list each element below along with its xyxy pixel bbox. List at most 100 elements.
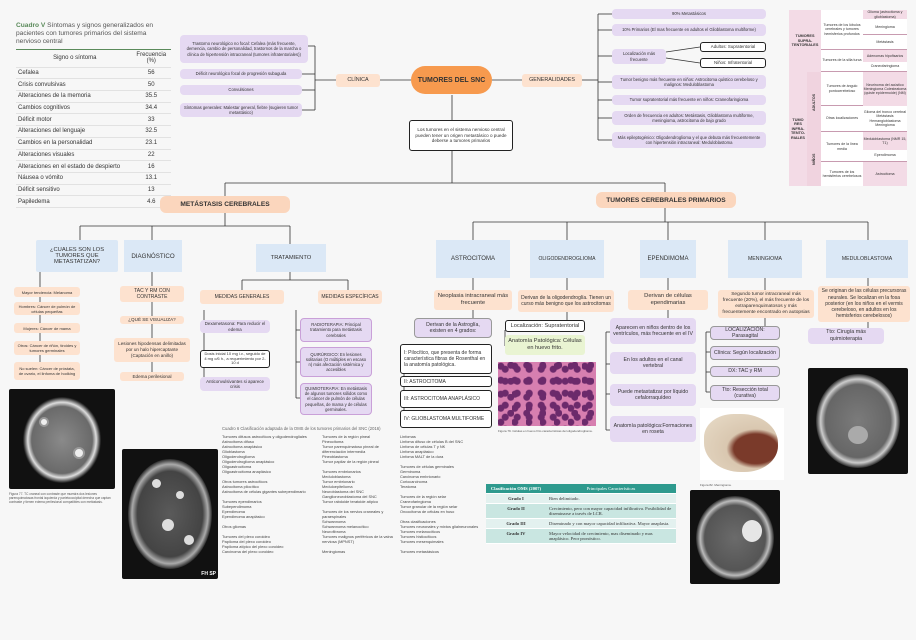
symptom-name: Déficit motor [18,116,52,123]
symptoms-table: Cuadro V Síntomas y signos generalizados… [16,22,171,208]
meningioma-mri-image [690,490,780,584]
medulo-tto: Tto: Cirugía más quimioterapia [808,328,884,344]
symptom-name: Alteraciones del lenguaje [18,128,86,135]
symptoms-table-title: Cuadro V Síntomas y signos generalizados… [16,22,171,47]
symptom-name: Náusea o vómito [18,175,64,182]
oligo-caption: Figura 79. Células en huevo frito caract… [498,429,593,433]
grade-row: Grado II Crecimiento, pero con mayor capa… [486,504,676,519]
mg-item-3: Anticonvulsivantes si aparece crisis [200,377,270,391]
meningioma-gross-image [700,408,784,480]
symptom-frequency: 33 [147,116,155,123]
meningi-item-3: DX: TAC y RM [710,366,780,377]
grade-description: Bien delimitado. [549,496,580,501]
symptom-name: Alteraciones visuales [18,151,75,158]
rt-r8-b: Meduloblastoma (NMR 15, T1) [863,132,907,150]
table-number: Cuadro V [16,22,46,29]
gen-item-3: Localización más frecuente [612,49,666,64]
tab-meningioma: MENINGIOMA [728,240,802,278]
ninos-col: NIÑOS [807,132,821,186]
rt-r3-b: Metástasis [863,35,907,50]
tab-meduloblastoma: MEDULOBLASTOMA [826,240,908,278]
rt-r10-a: Tumores de los hemisferios cerebelosos [822,169,862,178]
rt-r4-b: Adenomas hipofisarios [863,50,907,62]
symptom-frequency: 35.5 [145,93,158,100]
q-tab: ¿CUALES SON LOS TUMORES QUE METASTATIZAN… [36,240,118,272]
astro-g2: II: ASTROCITOMA [400,376,492,387]
infra-label: TUMO RES INFRA-TENTO-RIALES [789,72,807,186]
tab-astrocitoma: ASTROCITOMA [436,240,510,278]
oligo-derivan: Derivan de la oligodendroglía. Tienen un… [518,290,614,312]
gen-item-2: 10% Primarios (El mas frecuente en adult… [612,24,766,36]
table-row: Déficit motor 33 [16,114,171,127]
rt-r1-b: Glioma (astrocitoma y glioblastoma) [863,10,907,20]
medidas-generales: MEDIDAS GENERALES [200,290,284,304]
oms-col-2: Tumores de la región pineal Pineocitoma … [322,434,393,554]
epend-item-4: Anatomía patológica:Formaciones en roset… [610,416,696,442]
symptom-frequency: 4.6 [147,198,156,205]
grade-table: Clasificación OMS (2007) Principales Car… [486,484,676,544]
symptom-frequency: 34.4 [145,105,158,112]
rt-r8-a: Tumores de la línea media [821,132,863,162]
gen-item-4: Tumor benigno más frecuente en niños: As… [612,75,766,89]
symptom-name: Cambios cognitivos [18,105,71,112]
me-item-2: QUIRÚRGICO: En lesiones solitarias (O mú… [300,347,372,377]
symptom-frequency: 13.1 [145,175,158,182]
symptom-frequency: 32.5 [145,128,158,135]
oligo-histology-image [498,362,596,426]
medidas-especificas: MEDIDAS ESPECÍFICAS [318,290,382,304]
rt-r6-b: Neurinoma del acústico Meningioma Colest… [863,72,907,106]
epend-derivan: Derivan de células ependimarias [628,290,708,310]
astro-g4: IV: GLIOBLASTOMA MULTIFORME [400,410,492,428]
symptom-name: Papiledema [18,198,50,205]
symptom-frequency: 56 [147,70,155,77]
clinica-item-2: Déficit neurológico focal de progresión … [180,69,302,79]
diag-item-3: Lesiones hipodensas delimitadas por un h… [114,338,190,362]
generalidades-label: GENERALIDADES [522,74,582,87]
symptom-name: Cefalea [18,70,39,77]
astro-neoplasia: Neoplasia intracraneal más frecuente [434,290,512,310]
grade-label: Grado II [507,506,525,511]
loc-adultos: Adultos: Supratentorial [700,42,766,52]
table-row: Alteraciones del lenguaje 32.5 [16,126,171,138]
table-row: Náusea o vómito 13.1 [16,173,171,185]
diag-item-1: TAC Y RM CON CONTRASTE [120,286,184,302]
grade-label: Grado III [506,521,526,526]
meningi-item-1: LOCALIZACIÓN: Parasagital [710,326,780,340]
symptom-name: Crisis convulsivas [18,81,66,88]
symptom-name: Déficit sensitivo [18,186,60,193]
clinica-item-1: Trastorno neurológico no focal: Cefalea … [180,35,308,63]
grade-label: Grado IV [506,531,526,536]
astro-g3: III: ASTROCITOMA ANAPLÁSICO [400,390,492,408]
oligo-ap: Anatomía Patológica: Células en huevo fr… [505,335,585,355]
ct-scan-image [9,389,115,489]
symptom-frequency: 16 [147,163,155,170]
grade-description: Crecimiento, pero con mayor capacidad in… [549,506,672,516]
q-item-2: Hombres: Cáncer de pulmón de células peq… [14,302,80,315]
q-item-1: Mayor tendencia: Melanoma [14,287,80,297]
grade-description: Diseminado y con mayor capacidad infiltr… [549,521,670,526]
diag-tab: DIAGNÓSTICO [124,240,182,272]
meningi-item-4: Tto: Resección total (curativa) [710,385,780,401]
symptom-frequency: 23.1 [145,140,158,147]
ninos-label: NIÑOS [811,153,816,165]
clinica-text: Trastorno neurológico no focal: Cefalea … [180,35,308,63]
me-item-3: QUIMIOTERAPIA: En metástasis de algunos … [300,383,372,415]
diag-item-2: ¿QUÉ SE VISUALIZA? [120,316,184,324]
rt-r5-b: Craneofaringioma [863,62,907,72]
astro-derivan: Derivan de la Astroglía, existen en 4 gr… [414,318,492,338]
tab-ependimoma: EPENDIMOMA [640,240,696,278]
loc-ninos: Niños: Infratentorial [700,58,766,68]
grade-header-1: Clasificación OMS (2007) [490,486,542,491]
ct-scan-caption: Figura 77. TC craneal con contraste que … [9,492,111,504]
clinica-label: CLÍNICA [336,74,380,87]
clinica-item-4: Síntomas generales: Malestar general, fi… [180,103,302,117]
tab-oligodendroglioma: OLIGODENDROGLIOMA [530,240,604,278]
trat-tab: TRATAMIENTO [256,244,326,272]
oms-title: Cuadro 6 Clasificación adaptada de la OM… [222,426,381,431]
meningi-segundo: Segundo tumor intracraneal más frecuente… [718,290,814,318]
mg-item-2: Dosis inicial 10 mg i.v., seguido de 4 m… [200,350,270,368]
